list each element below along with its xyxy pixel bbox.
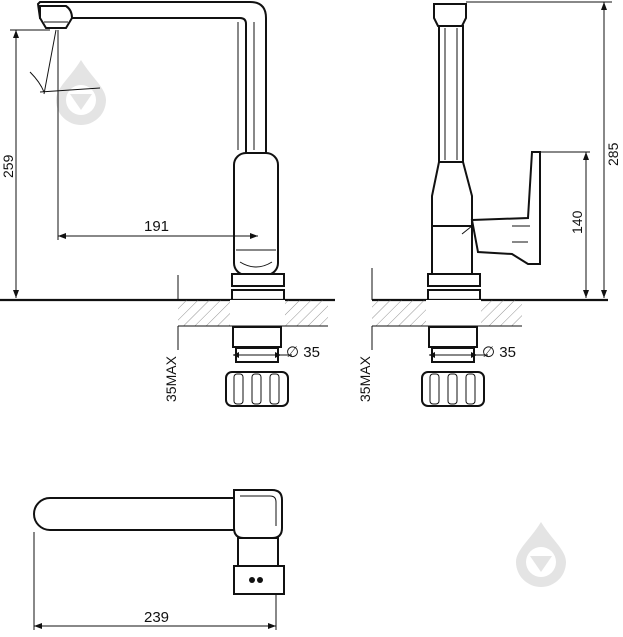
dim-footprint-length: 239 <box>144 609 169 626</box>
dim-spout-reach: 191 <box>144 218 169 235</box>
mounting-nut <box>232 326 282 348</box>
faucet-body <box>233 152 279 276</box>
front-view <box>0 1 335 407</box>
spout-column <box>438 25 464 163</box>
side-view <box>371 1 612 407</box>
dim-thread-diameter-left: ∅ 35 <box>286 344 320 361</box>
dim-total-height: 285 <box>605 142 621 166</box>
lever-handle <box>470 151 541 265</box>
dim-mount-thickness-left: 35MAX <box>163 355 179 402</box>
droplet-watermark-icon <box>56 60 106 125</box>
droplet-watermark-icon <box>516 522 566 587</box>
dim-lever-height: 140 <box>569 210 585 234</box>
aerator <box>39 5 74 29</box>
dim-spout-height: 259 <box>0 154 16 178</box>
dim-thread-diameter-right: ∅ 35 <box>482 344 516 361</box>
dim-mount-thickness-right: 35MAX <box>357 355 373 402</box>
top-view <box>33 489 285 630</box>
